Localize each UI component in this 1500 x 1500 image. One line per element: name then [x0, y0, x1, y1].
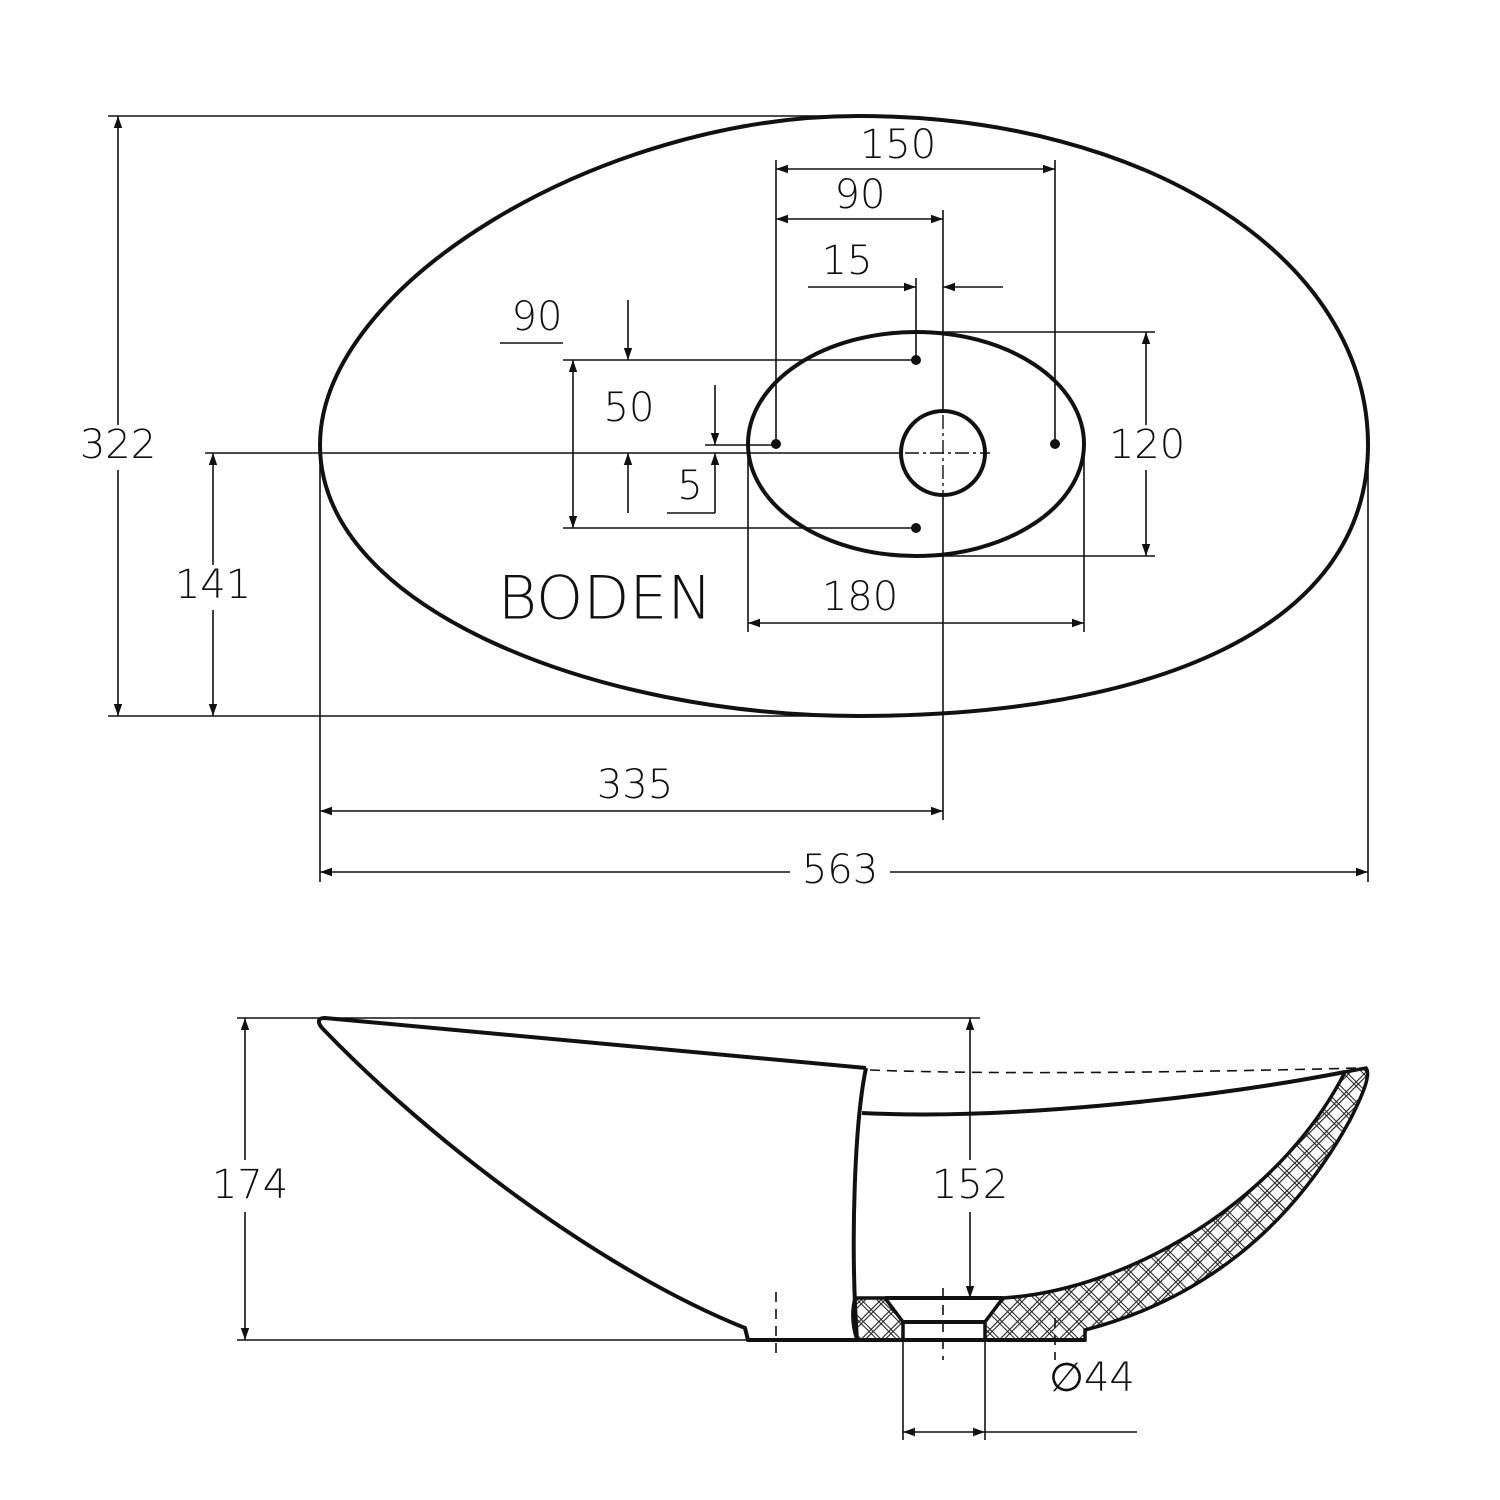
side-view: 174 152 ∅44: [212, 1015, 1370, 1440]
dim-total-width: 563: [802, 847, 878, 893]
dim-tap-spacing: 150: [860, 122, 936, 168]
boden-label: BODEN: [498, 564, 712, 634]
dim-drain-offset-y: 5: [677, 463, 702, 509]
dim-tap-offset-y: 90: [512, 294, 563, 340]
dim-center-offset-y: 141: [175, 562, 251, 608]
dim-tap-spacing-y: 50: [604, 385, 655, 431]
hatched-section-left: [851, 1296, 905, 1342]
dim-drain-diameter: ∅44: [1049, 1355, 1135, 1401]
dim-total-height: 174: [212, 1162, 288, 1208]
dim-basin-width: 180: [822, 574, 898, 620]
top-view: 322 141 335 563 150 90 15 90 50 5 120 18…: [80, 113, 1371, 893]
dim-tap-to-drain-x: 90: [835, 172, 886, 218]
basin-bottom-ellipse: [746, 330, 1086, 558]
dim-hole-offset: 15: [822, 238, 873, 284]
dim-total-depth: 322: [80, 422, 156, 468]
basin-outline: [317, 113, 1371, 719]
dim-center-offset-x: 335: [597, 762, 673, 808]
dim-basin-height: 152: [932, 1162, 1008, 1208]
mounting-points: [771, 355, 1060, 533]
side-outline: [316, 1015, 1085, 1342]
hatched-section: [983, 1066, 1370, 1342]
dim-basin-depth: 120: [1109, 422, 1185, 468]
